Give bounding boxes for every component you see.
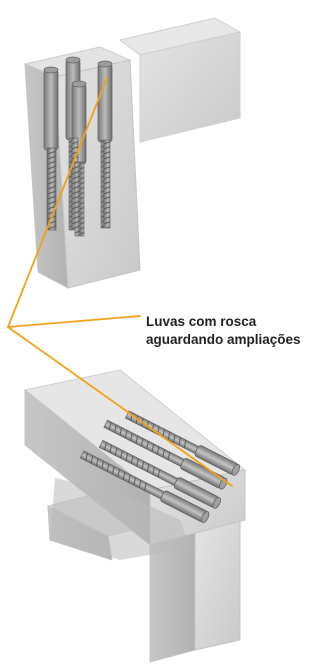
sleeve-1 xyxy=(43,69,59,151)
rebar-3 xyxy=(74,161,85,237)
callout-line-2: aguardando ampliações xyxy=(146,332,301,347)
bottom-pillar-front-face xyxy=(194,519,241,651)
sleeve-4-top xyxy=(97,60,113,68)
top-beam-front-face xyxy=(139,31,241,143)
bottom-beam-shadow xyxy=(50,478,190,560)
leader-lines xyxy=(7,77,233,487)
leader-to-bottom-sleeve xyxy=(7,326,233,487)
h-rebar-ribs xyxy=(85,412,187,491)
bottom-rebars xyxy=(79,410,241,523)
leader-to-top-sleeve xyxy=(7,77,108,328)
sleeve-2-top xyxy=(65,56,81,64)
top-column-assembly xyxy=(23,17,242,289)
callout-label: Luvas com rosca aguardando ampliações xyxy=(146,313,301,349)
h-sleeve-3-end xyxy=(212,496,221,509)
h-sleeve-4-end xyxy=(200,511,210,523)
h-sleeve-1-end xyxy=(231,464,241,476)
bottom-beam-assembly xyxy=(23,369,247,663)
sleeve-1-top xyxy=(43,66,59,74)
rebar-4 xyxy=(100,139,111,229)
callout-line-1: Luvas com rosca xyxy=(146,314,257,329)
leader-to-text xyxy=(7,315,141,328)
rebar-1 xyxy=(46,147,57,231)
top-rebars xyxy=(46,137,111,237)
sleeve-4 xyxy=(97,63,113,143)
sleeve-3-top xyxy=(71,80,87,88)
